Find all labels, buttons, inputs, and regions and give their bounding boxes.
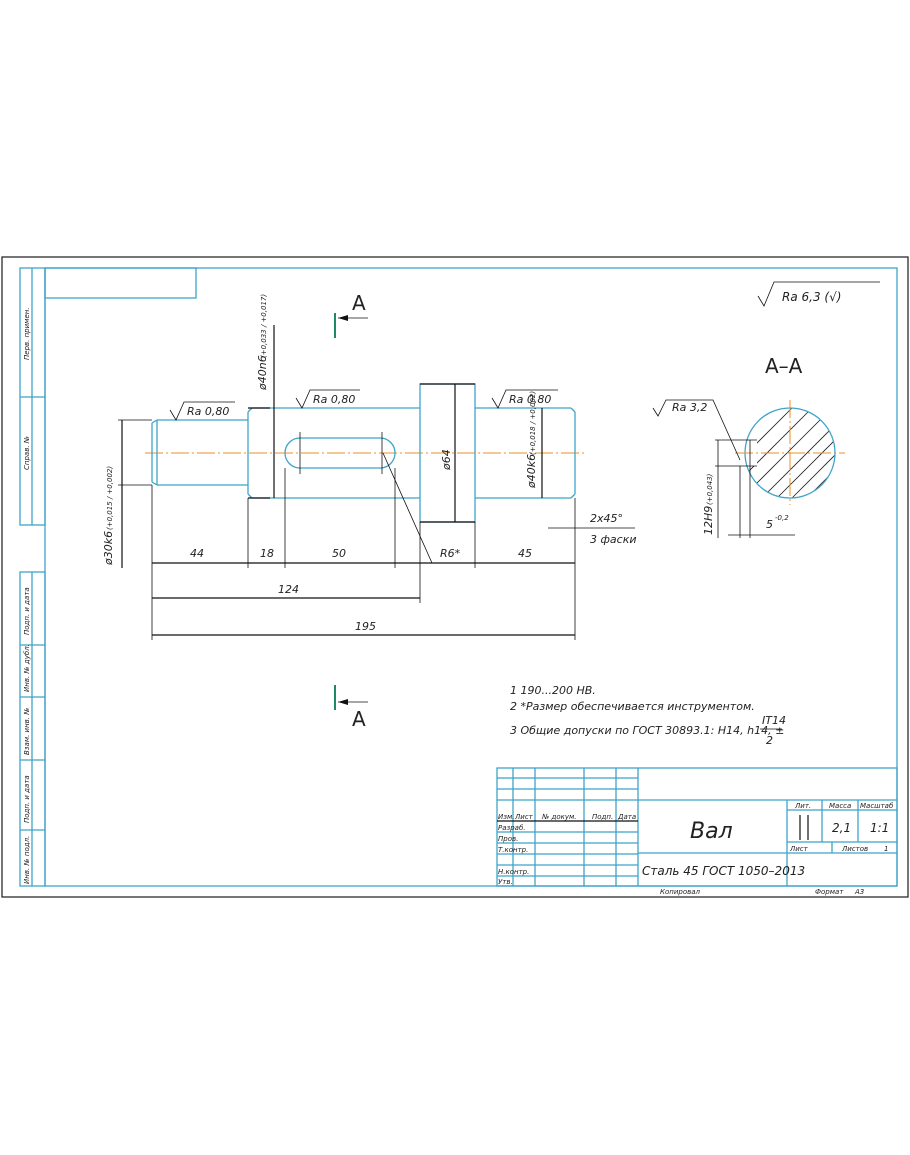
svg-text:44: 44 [190,547,204,560]
part-name: Вал [690,819,733,844]
side-label: Перв. примен. [23,307,31,360]
svg-text:(+0,043): (+0,043) [706,473,714,505]
svg-text:Масса: Масса [829,802,851,810]
svg-text:1 190...200 НВ.: 1 190...200 НВ. [510,684,596,697]
svg-text:2,1: 2,1 [832,821,851,835]
svg-text:Формат: Формат [815,888,844,896]
svg-text:Листов: Листов [841,845,868,853]
svg-text:5: 5 [766,518,773,531]
dim-diameter-middle: ø40n6 (+0,033 / +0,017) [256,294,275,498]
svg-text:ø64: ø64 [440,449,453,471]
svg-text:50: 50 [332,547,346,560]
svg-text:Подп.: Подп. [592,813,613,821]
side-label: Справ. № [23,436,31,470]
svg-text:Ra 0,80: Ra 0,80 [509,393,551,406]
svg-text:(+0,033 / +0,017): (+0,033 / +0,017) [260,294,268,358]
side-label: Инв. № дубл. [23,644,31,692]
svg-text:A: A [352,707,366,731]
sheet-outer-border [1,256,909,898]
svg-text:Т.контр.: Т.контр. [498,846,528,854]
shaft-main-view [145,383,585,523]
svg-text:195: 195 [355,620,376,633]
dim-diameter-right: ø40k6 (+0,018 / +0,002) [525,391,543,498]
section-marker-bottom: A [334,685,368,731]
svg-text:Дата: Дата [617,813,636,821]
svg-text:1: 1 [884,845,888,853]
title-block: Изм. Лист № докум. Подп. Дата Разраб. Пр… [496,767,898,896]
side-strip: Перв. примен. Справ. № Подп. и дата Инв.… [19,267,46,887]
svg-text:ø30k6: ø30k6 [102,531,115,566]
dim-diameter-collar: ø64 [440,384,456,522]
material: Сталь 45 ГОСТ 1050–2013 [642,864,805,878]
svg-text:1:1: 1:1 [870,821,889,835]
svg-text:2 *Размер обеспечивается инст: 2 *Размер обеспечивается инструментом. [510,700,755,713]
svg-text:A–A: A–A [765,354,803,378]
svg-text:(+0,018 / +0,002): (+0,018 / +0,002) [529,391,537,455]
roughness-left: Ra 0,80 [169,401,235,421]
svg-text:А3: А3 [854,888,864,896]
svg-text:ø40n6: ø40n6 [256,355,269,391]
svg-text:ø40k6: ø40k6 [525,454,538,489]
svg-text:Разраб.: Разраб. [498,824,526,832]
svg-text:Утв.: Утв. [498,878,513,886]
svg-text:Ra 3,2: Ra 3,2 [672,401,707,414]
svg-text:124: 124 [278,583,299,596]
dim-diameter-left: ø30k6 (+0,015 / +0,002) [102,419,152,568]
svg-text:Ra 6,3 (√): Ra 6,3 (√) [782,290,841,304]
section-view-aa: A–A Ra 3,2 12H9 (+0,043) 5 -0,2 [652,354,845,538]
side-label: Подп. и дата [23,775,31,823]
svg-text:3 Общие допуски по ГОСТ 30893: 3 Общие допуски по ГОСТ 30893.1: H14, h1… [510,724,784,737]
svg-text:3 фаски: 3 фаски [590,533,636,546]
top-left-stamp [44,267,197,299]
svg-text:12H9: 12H9 [702,506,715,535]
svg-text:Изм.: Изм. [498,813,514,821]
svg-text:Ra 0,80: Ra 0,80 [187,405,229,418]
svg-text:A: A [352,291,366,315]
svg-text:R6*: R6* [440,547,461,560]
roughness-right: Ra 0,80 [491,389,558,409]
svg-text:2x45°: 2x45° [590,512,623,525]
keyway [284,437,396,469]
svg-text:IT14: IT14 [762,714,786,727]
svg-text:Лит.: Лит. [794,802,811,810]
chamfer-callout: 2x45° 3 фаски [548,512,636,546]
svg-text:18: 18 [260,547,274,560]
technical-notes: 1 190...200 НВ. 2 *Размер обеспечивается… [510,684,786,747]
section-marker-top: A [334,291,368,338]
svg-text:Масштаб: Масштаб [860,802,894,810]
svg-text:Лист: Лист [789,845,809,853]
side-label: Инв. № подл. [23,836,31,884]
svg-text:Пров.: Пров. [498,835,518,843]
svg-text:Лист: Лист [514,813,534,821]
svg-text:Ra 0,80: Ra 0,80 [313,393,355,406]
svg-text:(+0,015 / +0,002): (+0,015 / +0,002) [106,466,114,530]
svg-text:Копировал: Копировал [660,888,701,896]
svg-text:Н.контр.: Н.контр. [498,868,529,876]
roughness-middle: Ra 0,80 [295,389,360,409]
radius-callout: R6* [382,452,475,564]
svg-text:45: 45 [518,547,532,560]
general-roughness-symbol: Ra 6,3 (√) [757,281,880,307]
svg-text:2: 2 [766,734,773,747]
svg-text:-0,2: -0,2 [775,514,789,522]
side-label: Взам. инв. № [23,707,31,755]
length-dimensions: 44 18 50 45 124 195 [151,468,576,640]
side-label: Подп. и дата [23,587,31,635]
svg-text:№ докум.: № докум. [541,813,577,821]
